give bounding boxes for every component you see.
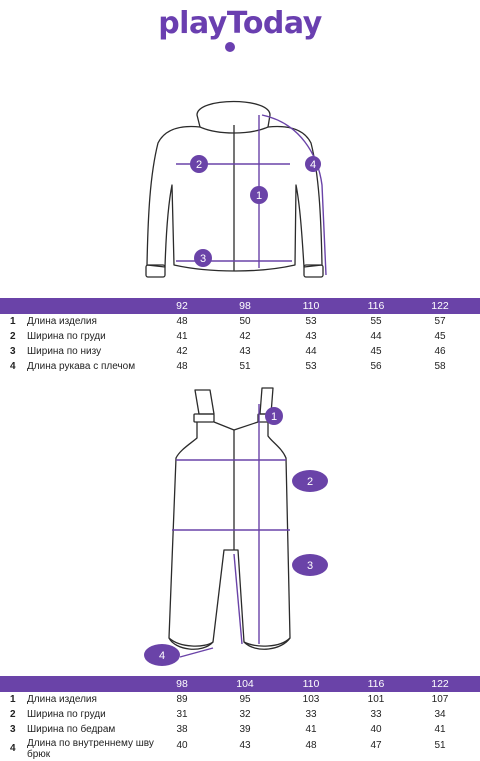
cell: 31: [176, 709, 188, 720]
row-number: 4: [10, 361, 16, 372]
cell: 45: [434, 331, 446, 342]
cell: 48: [176, 316, 188, 327]
cell: 53: [305, 316, 317, 327]
size-header: 122: [431, 678, 449, 690]
row-label: Ширина по груди: [27, 331, 106, 342]
cell: 53: [305, 361, 317, 372]
cell: 51: [239, 361, 251, 372]
size-header: 98: [239, 300, 251, 312]
cell: 95: [239, 694, 251, 705]
size-header: 116: [367, 300, 385, 312]
cell: 48: [176, 361, 188, 372]
brand-logo: playToday: [158, 6, 322, 41]
jacket-marker-4: 4: [310, 159, 316, 171]
cell: 34: [434, 709, 446, 720]
overalls-size-table: 98 104 110 116 122 1 Длина изделия 89 95…: [0, 676, 480, 761]
cell: 43: [239, 740, 251, 751]
table-row: 3 Ширина по низу 42 43 44 45 46: [0, 344, 480, 359]
overalls-marker-4: 4: [159, 650, 165, 662]
cell: 41: [176, 331, 188, 342]
row-label: Ширина по груди: [27, 709, 106, 720]
size-header: 104: [236, 678, 254, 690]
cell: 48: [305, 740, 317, 751]
row-label: Ширина по бедрам: [27, 724, 116, 735]
cell: 45: [370, 346, 382, 357]
row-number: 3: [10, 346, 16, 357]
overalls-marker-2: 2: [307, 476, 313, 488]
cell: 33: [370, 709, 382, 720]
cell: 47: [370, 740, 382, 751]
table-row: 2 Ширина по груди 31 32 33 33 34: [0, 707, 480, 722]
cell: 50: [239, 316, 251, 327]
row-number: 3: [10, 724, 16, 735]
jacket-size-table: 92 98 110 116 122 1 Длина изделия 48 50 …: [0, 298, 480, 374]
cell: 41: [434, 724, 446, 735]
row-number: 2: [10, 331, 16, 342]
row-number: 2: [10, 709, 16, 720]
row-label: Ширина по низу: [27, 346, 102, 357]
cell: 43: [239, 346, 251, 357]
cell: 89: [176, 694, 188, 705]
row-label: Длина рукава с плечом: [27, 361, 136, 372]
size-header: 92: [176, 300, 188, 312]
cell: 55: [370, 316, 382, 327]
size-header: 116: [367, 678, 385, 690]
cell: 39: [239, 724, 251, 735]
size-header: 110: [302, 678, 320, 690]
row-label: Длина по внутреннему шву брюк: [27, 738, 154, 760]
table-header: 98 104 110 116 122: [0, 676, 480, 692]
cell: 58: [434, 361, 446, 372]
cell: 101: [367, 694, 385, 705]
cell: 107: [431, 694, 449, 705]
overalls-marker-3: 3: [307, 560, 313, 572]
overalls-marker-1: 1: [271, 411, 277, 423]
cell: 40: [176, 740, 188, 751]
row-number: 4: [10, 743, 16, 754]
cell: 103: [302, 694, 320, 705]
cell: 42: [239, 331, 251, 342]
cell: 44: [305, 346, 317, 357]
cell: 51: [434, 740, 446, 751]
table-row: 4 Длина по внутреннему шву брюк 40 43 48…: [0, 737, 480, 761]
cell: 42: [176, 346, 188, 357]
cell: 40: [370, 724, 382, 735]
row-number: 1: [10, 316, 16, 327]
overalls-illustration: 1 2 3 4: [144, 387, 328, 666]
table-row: 1 Длина изделия 89 95 103 101 107: [0, 692, 480, 707]
row-label: Длина изделия: [27, 694, 97, 705]
size-header: 98: [176, 678, 188, 690]
table-row: 2 Ширина по груди 41 42 43 44 45: [0, 329, 480, 344]
jacket-marker-2: 2: [196, 159, 202, 171]
table-row: 1 Длина изделия 48 50 53 55 57: [0, 314, 480, 329]
jacket-illustration: 1 2 3 4: [145, 100, 327, 278]
size-header: 110: [302, 300, 320, 312]
cell: 41: [305, 724, 317, 735]
row-label: Длина изделия: [27, 316, 97, 327]
table-row: 4 Длина рукава с плечом 48 51 53 56 58: [0, 359, 480, 374]
cell: 56: [370, 361, 382, 372]
table-header: 92 98 110 116 122: [0, 298, 480, 314]
cell: 32: [239, 709, 251, 720]
cell: 43: [305, 331, 317, 342]
cell: 38: [176, 724, 188, 735]
cell: 44: [370, 331, 382, 342]
cell: 46: [434, 346, 446, 357]
jacket-marker-3: 3: [200, 253, 206, 265]
logo-dot: [225, 42, 235, 52]
table-row: 3 Ширина по бедрам 38 39 41 40 41: [0, 722, 480, 737]
cell: 57: [434, 316, 446, 327]
jacket-marker-1: 1: [256, 190, 262, 202]
size-header: 122: [431, 300, 449, 312]
cell: 33: [305, 709, 317, 720]
row-number: 1: [10, 694, 16, 705]
